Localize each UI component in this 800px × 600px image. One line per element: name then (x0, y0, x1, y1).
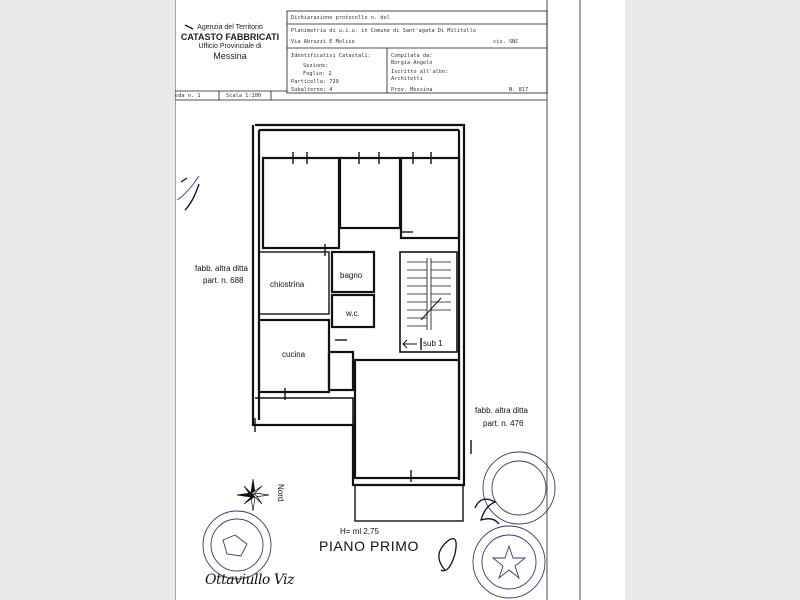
compilata-name: Borgia Angelo (391, 60, 433, 66)
agency-name: Agenzia del Territorio (197, 24, 263, 31)
province: Prov. Messina (391, 87, 433, 93)
ink-trace (176, 175, 200, 201)
room-wc: w.c. (346, 309, 360, 318)
subalterno: Subalterno: 4 (291, 87, 333, 93)
civic-number: civ. SNC (493, 39, 519, 45)
address-row: Via Abruzzi E Molise (291, 39, 355, 45)
iscritto-albo: Iscritto all'albo: (391, 69, 449, 75)
compass-rose-icon (236, 478, 270, 512)
right-neighbor-line1: fabb. altra ditta (475, 406, 528, 415)
particella: Particella: 729 (291, 79, 339, 85)
scale: Scala 1:100 (226, 93, 262, 99)
apartment-walls (251, 123, 466, 522)
north-label: Nord (276, 484, 285, 502)
left-neighbor-line1: fabb. altra ditta (195, 264, 248, 273)
ceiling-height: H= ml 2,75 (340, 527, 379, 536)
sheet-number: eda n. 1 (175, 93, 201, 99)
header-form-frame (286, 10, 548, 94)
stair-treads (407, 258, 451, 330)
room-bagno: bagno (340, 271, 363, 280)
floor-plan-drawing (175, 0, 581, 600)
room-sub-1: sub 1 (423, 339, 443, 348)
room-cucina: cucina (282, 350, 306, 359)
signature: Ottaviullo Viz (205, 572, 295, 588)
declaration-row: Dichiarazione protocollo n. del (291, 15, 390, 21)
sub-entry-arrow (402, 339, 417, 349)
right-neighbor-line2: part. n. 476 (483, 419, 524, 428)
planimetry-row: Planimetria di u.i.u. in Comune di Sant'… (291, 28, 476, 34)
sezione: Sezione: (303, 63, 329, 69)
foglio: Foglio: 2 (303, 71, 332, 77)
notary-stamp-left (202, 510, 272, 580)
notary-stamp-right-bottom (472, 525, 546, 599)
floor-title: PIANO PRIMO (319, 538, 419, 554)
handwritten-marks (180, 24, 500, 572)
notary-stamp-right-top (482, 451, 556, 525)
catasto-title: CATASTO FABBRICATI (180, 32, 280, 42)
cadastral-sheet: Agenzia del Territorio CATASTO FABBRICAT… (175, 0, 625, 600)
office-name: Ufficio Provinciale di (198, 43, 262, 50)
ident-title: Identificativi Catastali: (291, 53, 371, 59)
door-openings (254, 152, 472, 482)
agency-block: Agenzia del Territorio CATASTO FABBRICAT… (175, 24, 285, 61)
albo-name: Architetti (391, 76, 423, 82)
compilata-title: Compilata da: (391, 53, 433, 59)
office-city: Messina (213, 51, 247, 61)
left-neighbor-line2: part. n. 688 (203, 276, 244, 285)
registration-number: N. 817 (509, 87, 529, 93)
room-chiostrina: chiostrina (270, 280, 305, 289)
